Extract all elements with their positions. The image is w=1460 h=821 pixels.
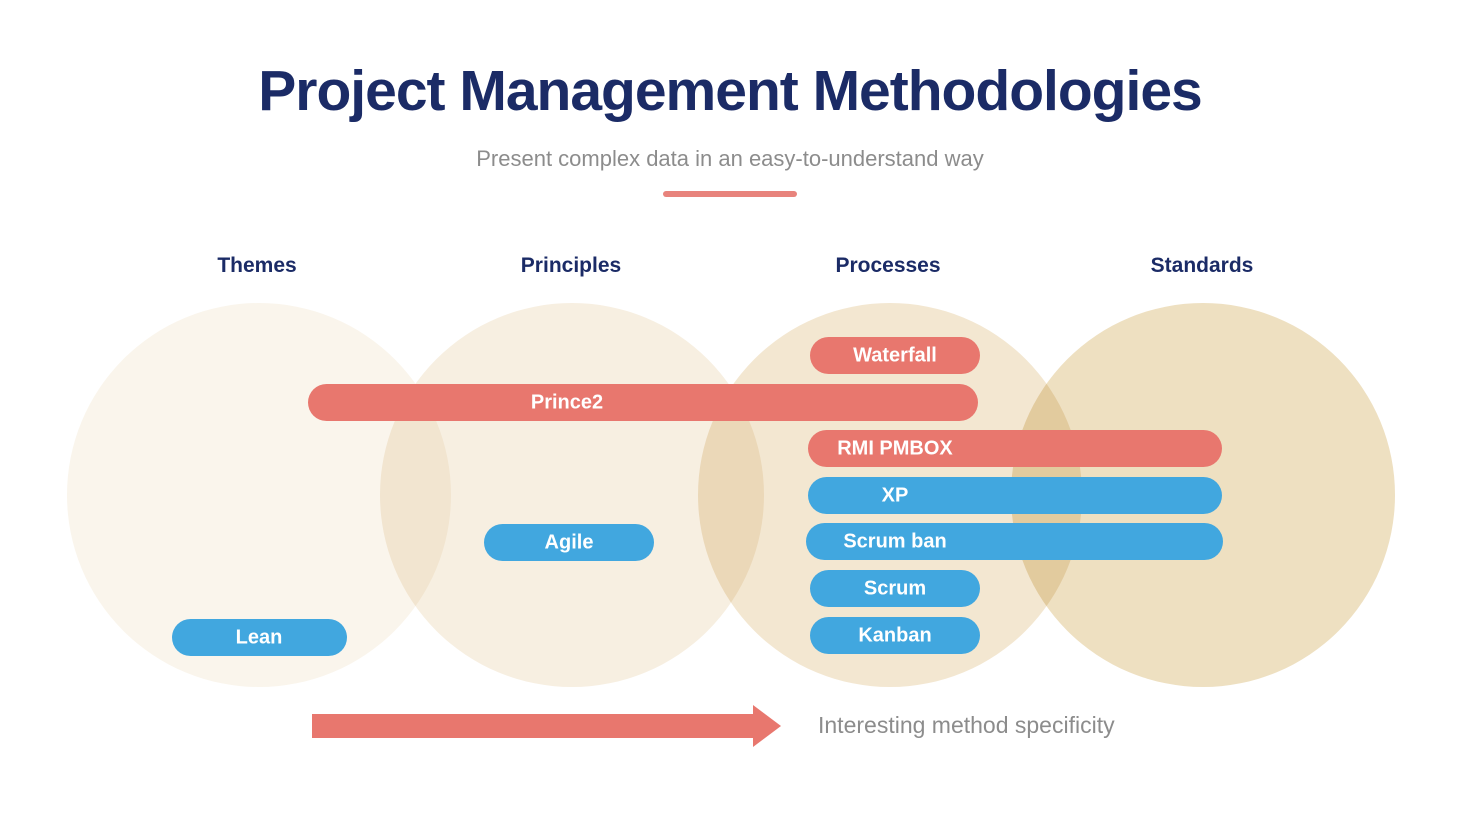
page-subtitle: Present complex data in an easy-to-under… xyxy=(476,146,984,171)
pill-lean: Lean xyxy=(172,619,347,656)
pill-waterfall-label: Waterfall xyxy=(853,344,937,366)
pill-waterfall: Waterfall xyxy=(810,337,980,374)
pill-prince2: Prince2 xyxy=(308,384,978,421)
pill-scrum-ban: Scrum ban xyxy=(806,523,1223,560)
pill-prince2-label: Prince2 xyxy=(530,391,604,413)
pill-scrum: Scrum xyxy=(810,570,980,607)
specificity-arrow-head-icon xyxy=(753,705,781,747)
pill-xp: XP xyxy=(808,477,1222,514)
pill-kanban: Kanban xyxy=(810,617,980,654)
column-header-principles: Principles xyxy=(520,254,622,277)
pill-agile-label: Agile xyxy=(544,531,594,553)
column-header-processes: Processes xyxy=(835,254,941,277)
pill-rmi-pmbox: RMI PMBOX xyxy=(808,430,1222,467)
column-header-themes: Themes xyxy=(217,254,297,277)
pill-kanban-label: Kanban xyxy=(858,624,932,646)
pill-agile: Agile xyxy=(484,524,654,561)
pill-scrum-label: Scrum xyxy=(863,577,927,599)
pill-xp-label: XP xyxy=(881,484,909,506)
arrow-caption: Interesting method specificity xyxy=(818,712,1115,738)
specificity-arrow-shaft xyxy=(312,714,753,738)
pill-scrum-ban-label: Scrum ban xyxy=(843,530,947,552)
pill-lean-label: Lean xyxy=(235,626,283,648)
column-header-standards: Standards xyxy=(1150,254,1254,277)
title-underline-accent xyxy=(663,191,797,197)
page-title: Project Management Methodologies xyxy=(258,59,1202,123)
pill-rmi-pmbox-label: RMI PMBOX xyxy=(837,437,953,459)
